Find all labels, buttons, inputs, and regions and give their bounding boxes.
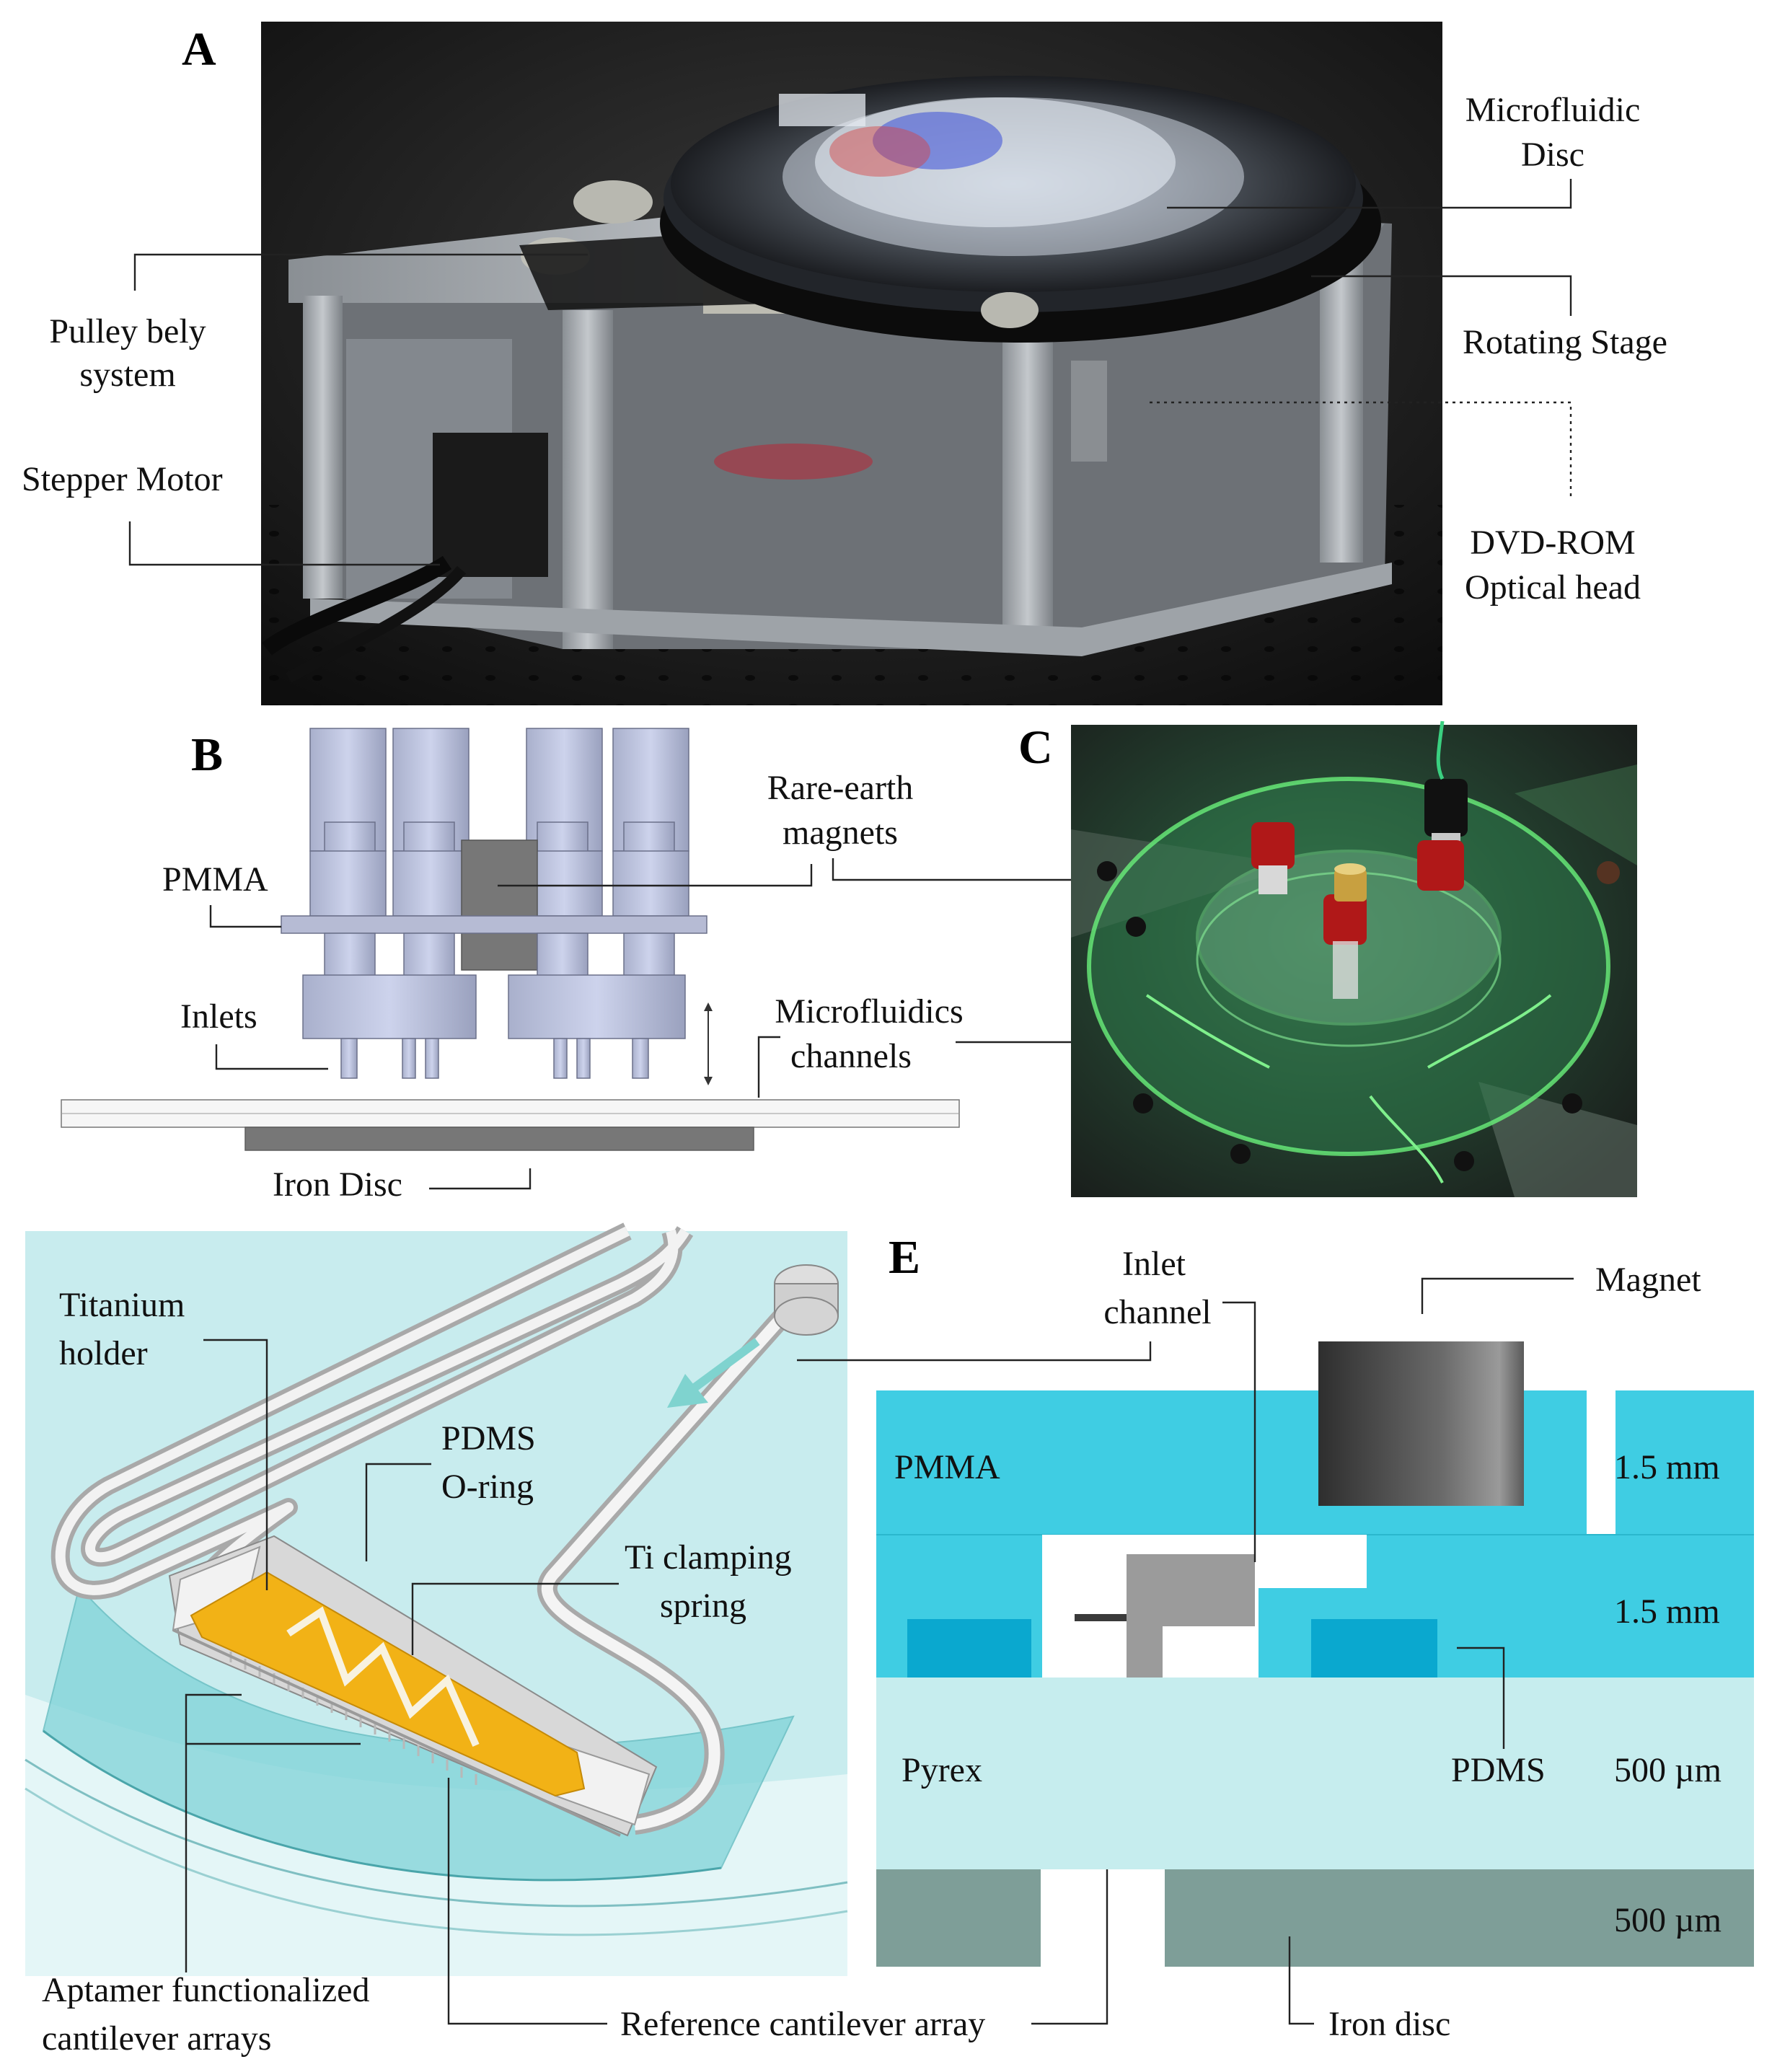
leader-iron-disc-b [429, 1168, 532, 1190]
leader-rare-earth [498, 864, 813, 887]
label-ti-clamping-spring: Ti clamping spring [625, 1538, 792, 1625]
panel-a-photo [261, 22, 1442, 705]
leader-microfluidic-disc [1167, 179, 1572, 209]
label-pyrex: Pyrex [902, 1751, 982, 1789]
label-titanium-holder: Titanium holder [59, 1286, 185, 1372]
leader-inlet-channel-d [797, 1341, 1152, 1362]
leader-pulley-system [133, 253, 588, 291]
svg-text:Titanium: Titanium [59, 1286, 185, 1324]
label-rare-earth-magnets: Rare-earth magnets [767, 769, 914, 852]
label-magnet: Magnet [1595, 1261, 1701, 1299]
panel-label-a: A [182, 23, 216, 76]
panel-label-c: C [1018, 721, 1053, 774]
label-microfluidic-disc: Microfluidic Disc [1465, 91, 1641, 174]
leader-aptamer [185, 1693, 242, 1972]
label-inlet-channel: Inlet channel [1103, 1245, 1211, 1331]
leader-inlet-channel [1222, 1301, 1256, 1562]
label-inlets: Inlets [180, 997, 257, 1036]
svg-text:Inlet: Inlet [1122, 1245, 1186, 1283]
svg-text:Microfluidic: Microfluidic [1465, 91, 1641, 129]
leader-iron-disc-e [1288, 1936, 1314, 2025]
label-reference-array: Reference cantilever array [620, 2005, 985, 2043]
svg-text:cantilever arrays: cantilever arrays [42, 2019, 271, 2058]
svg-text:Ti clamping: Ti clamping [625, 1538, 792, 1577]
panel-b-drawing [61, 728, 960, 1151]
leader-stepper-motor [128, 521, 440, 566]
svg-text:Rare-earth: Rare-earth [767, 769, 914, 807]
svg-text:holder: holder [59, 1334, 148, 1372]
panel-c-photo [1071, 720, 1637, 1197]
leader-pdms-e [1457, 1646, 1505, 1749]
leader-pmma-b [209, 905, 281, 928]
svg-text:magnets: magnets [783, 814, 898, 852]
label-dvd-rom: DVD-ROM Optical head [1465, 524, 1641, 607]
label-thickness-1: 1.5 mm [1614, 1448, 1720, 1486]
label-pmma-b: PMMA [162, 860, 268, 899]
svg-text:Pulley bely: Pulley bely [49, 312, 206, 351]
svg-text:DVD-ROM: DVD-ROM [1470, 524, 1635, 562]
panel-label-b: B [191, 728, 223, 781]
label-pdms-e: PDMS [1451, 1751, 1546, 1789]
leader-inlets [215, 1044, 328, 1070]
panel-e-cross-section [876, 1341, 1754, 1967]
panel-label-e: E [889, 1231, 920, 1284]
leader-pdms-oring [365, 1463, 431, 1561]
panel-d-render [25, 1222, 848, 1976]
label-thickness-4: 500 µm [1614, 1901, 1722, 1939]
label-pmma-e: PMMA [894, 1448, 1000, 1486]
leader-magnet [1421, 1277, 1574, 1314]
label-iron-disc-e: Iron disc [1328, 2005, 1450, 2043]
svg-text:channel: channel [1103, 1293, 1211, 1331]
svg-text:Optical head: Optical head [1465, 568, 1641, 607]
svg-text:O-ring: O-ring [441, 1468, 534, 1506]
label-aptamer-arrays: Aptamer functionalized cantilever arrays [42, 1971, 369, 2058]
svg-text:system: system [79, 356, 175, 394]
label-thickness-3: 500 µm [1614, 1751, 1722, 1789]
label-microfluidics-channels: Microfluidics channels [775, 992, 963, 1075]
leader-ti-spring [411, 1582, 619, 1655]
leader-reference [447, 1778, 607, 2025]
label-thickness-2: 1.5 mm [1614, 1592, 1720, 1631]
label-stepper-motor: Stepper Motor [22, 460, 223, 498]
leader-microfluidics [757, 1036, 780, 1098]
label-pdms-oring: PDMS O-ring [441, 1419, 536, 1506]
label-rotating-stage: Rotating Stage [1463, 323, 1667, 361]
leader-rotating-stage [1311, 275, 1572, 316]
label-pulley-system: Pulley bely system [49, 312, 206, 394]
svg-text:Disc: Disc [1521, 136, 1584, 174]
svg-text:Aptamer functionalized: Aptamer functionalized [42, 1971, 369, 2009]
svg-text:spring: spring [660, 1587, 746, 1625]
svg-text:Microfluidics: Microfluidics [775, 992, 963, 1031]
label-iron-disc-b: Iron Disc [273, 1165, 402, 1204]
leader-dvd-rom [1145, 401, 1572, 496]
svg-text:PDMS: PDMS [441, 1419, 536, 1458]
svg-text:channels: channels [790, 1037, 912, 1075]
leader-titanium [203, 1339, 268, 1590]
